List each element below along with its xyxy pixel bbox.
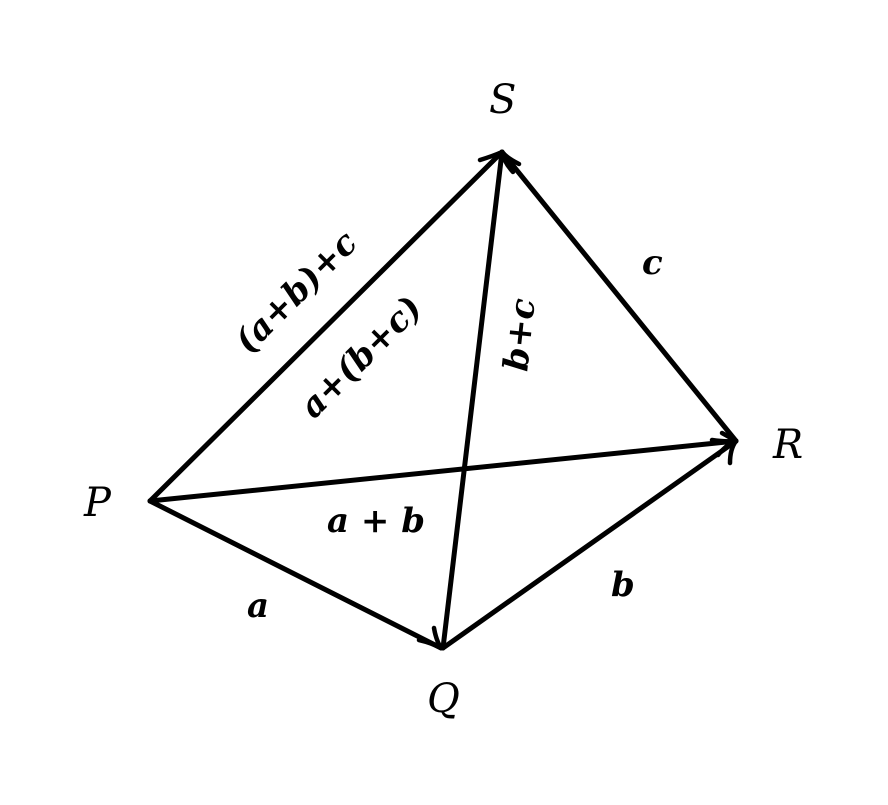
point-label-q: Q [427, 676, 460, 722]
edge-r-to-s [499, 149, 739, 444]
edge-p-to-q [147, 498, 444, 651]
arrowheads [416, 149, 739, 651]
edge-q-to-s [440, 149, 505, 651]
vector-label-c: c [642, 243, 663, 283]
vector-label-b: b [611, 565, 635, 605]
vector-label-a-plus-bc: a+(b+c) [292, 288, 430, 426]
arrowhead-at-s-2 [489, 149, 522, 167]
edge-p-to-r [147, 438, 739, 504]
vector-label-a: a [247, 586, 269, 626]
point-labels: S P R Q [83, 77, 803, 722]
point-label-p: P [83, 480, 112, 526]
vector-label-ab-plus-c: (a+b)+c [227, 223, 366, 362]
vector-label-a-plus-b: a + b [327, 501, 425, 541]
edge-p-to-s [147, 149, 505, 504]
point-label-s: S [489, 77, 516, 123]
arrowhead-at-q [416, 625, 444, 651]
vector-label-b-plus-c: b+c [496, 296, 543, 373]
arrowhead-at-r-2 [715, 430, 739, 458]
edges [147, 149, 739, 651]
point-label-r: R [772, 422, 803, 468]
edge-q-to-r [440, 438, 739, 651]
vector-labels: a b c a + b b+c (a+b)+c a+(b+c) [227, 223, 663, 626]
